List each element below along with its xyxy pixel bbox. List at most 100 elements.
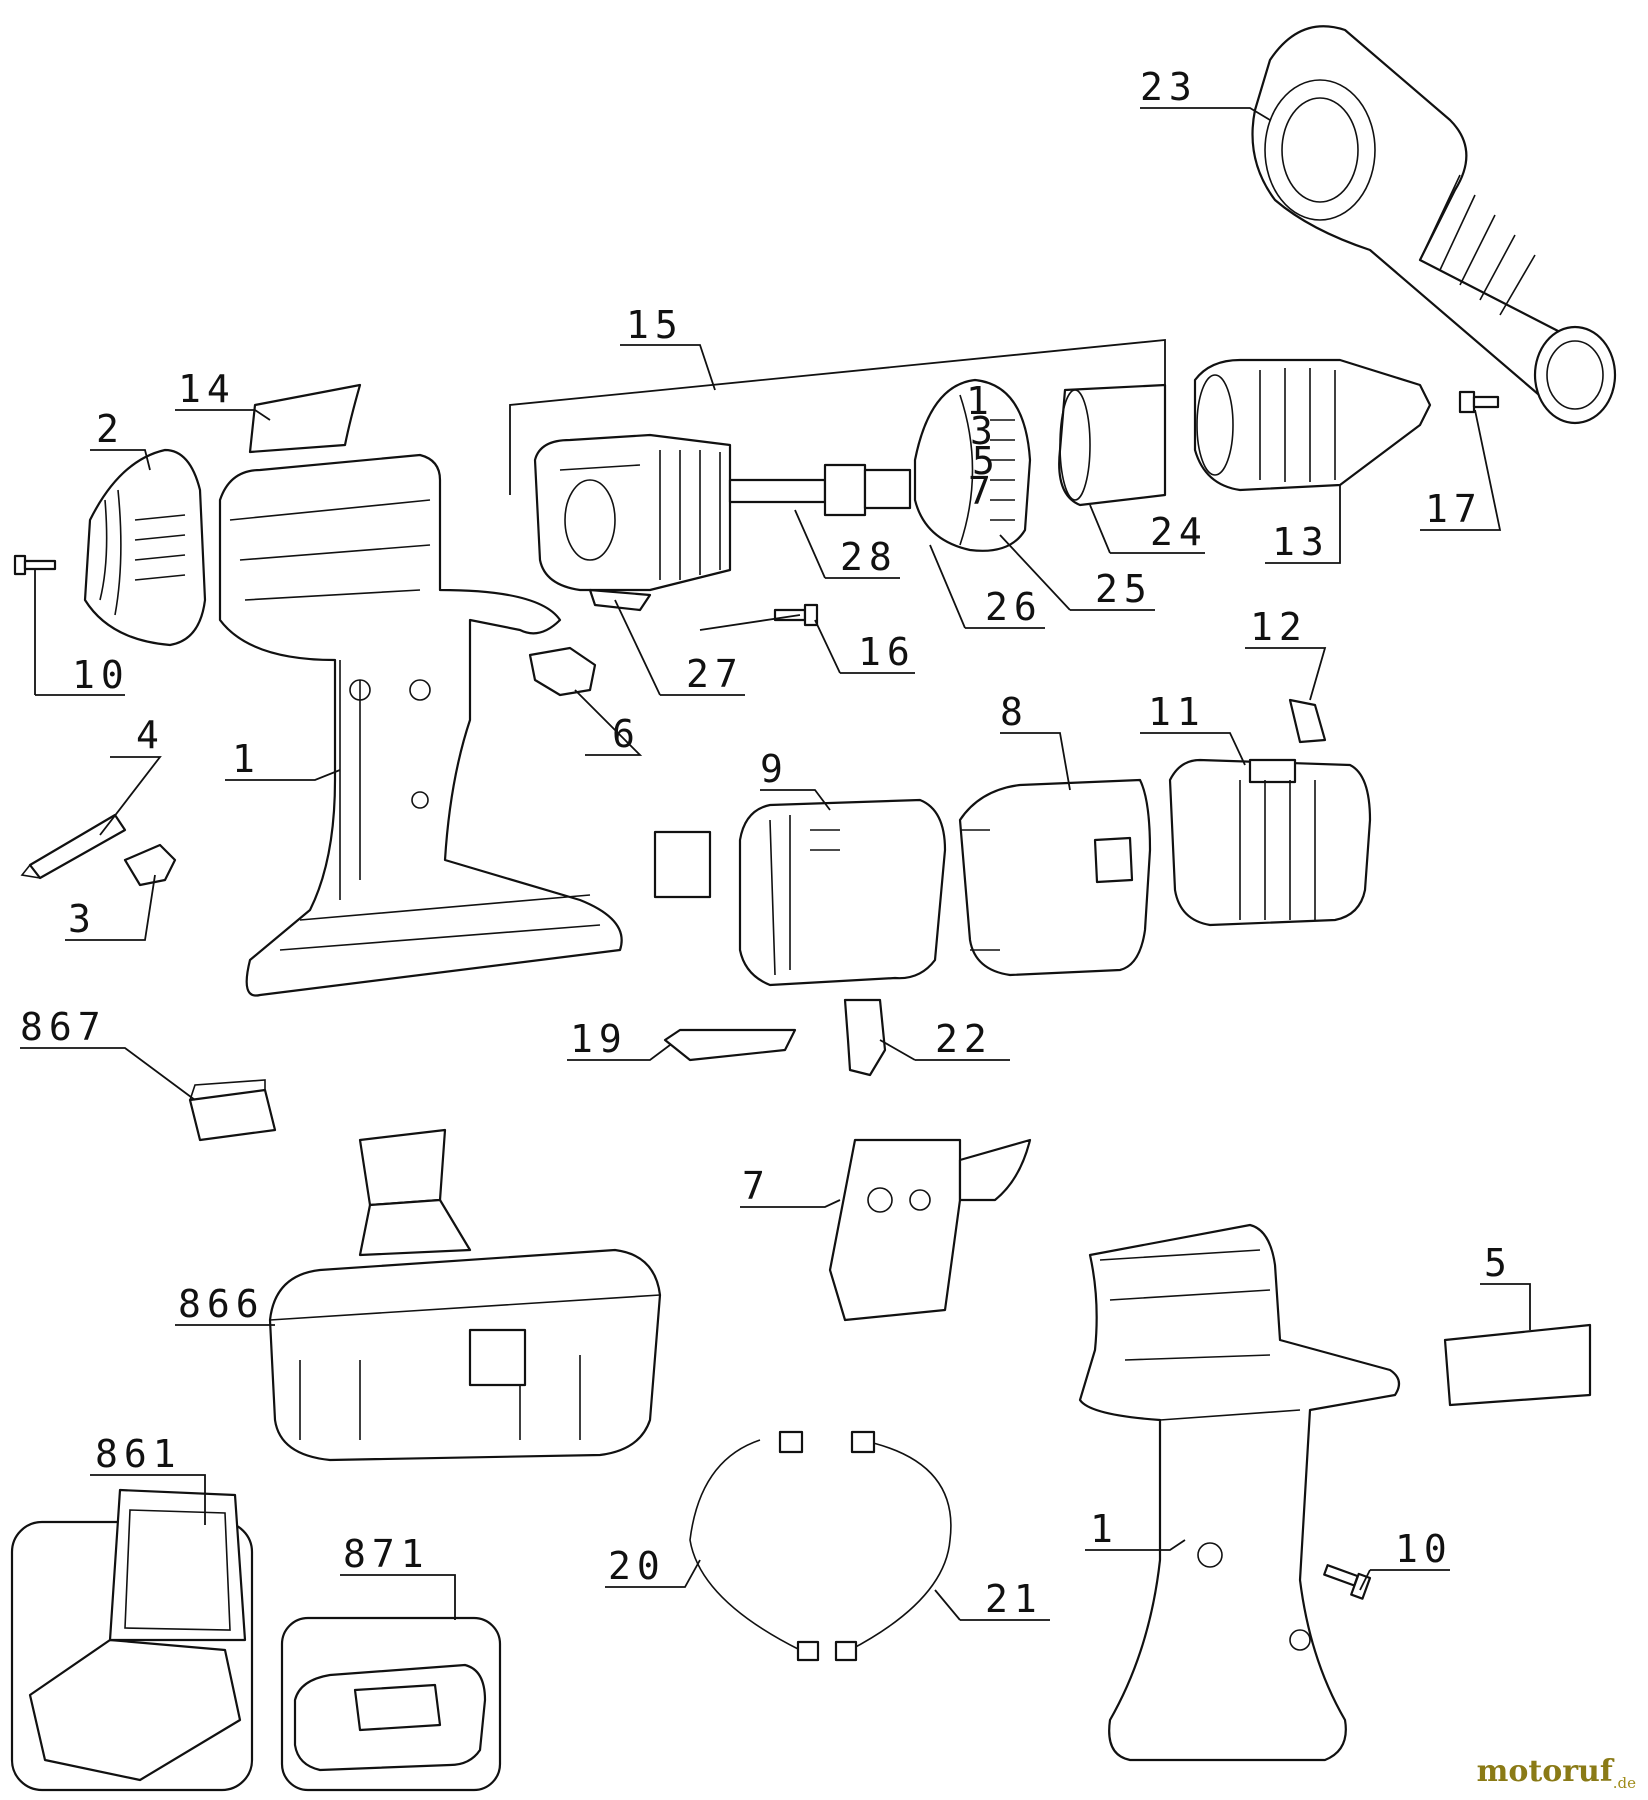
leader-2 bbox=[90, 449, 151, 471]
leader-8 bbox=[1000, 732, 1071, 791]
callout-2: 2 bbox=[96, 407, 125, 451]
gear-cage bbox=[1168, 758, 1372, 927]
foam-block bbox=[188, 1079, 277, 1142]
callout-17: 17 bbox=[1425, 487, 1483, 531]
clutch-ring: 1 3 5 7 bbox=[913, 378, 1032, 552]
callout-861: 861 bbox=[95, 1432, 182, 1476]
leader-4 bbox=[99, 756, 162, 836]
callout-21: 21 bbox=[985, 1577, 1043, 1621]
leader-6 bbox=[574, 689, 643, 756]
leader-28 bbox=[794, 509, 900, 579]
leader-27 bbox=[614, 599, 745, 696]
callout-14: 14 bbox=[178, 367, 236, 411]
keyless-chuck bbox=[1193, 358, 1432, 492]
callout-20: 20 bbox=[608, 1544, 666, 1588]
callout-11: 11 bbox=[1148, 690, 1206, 734]
callout-23: 23 bbox=[1140, 65, 1198, 109]
callout-12: 12 bbox=[1250, 605, 1308, 649]
ring-gear-housing bbox=[958, 778, 1152, 977]
leader-23 bbox=[1140, 107, 1271, 121]
battery-pack bbox=[268, 1128, 662, 1462]
leader-15 bbox=[620, 344, 716, 391]
callout-25: 25 bbox=[1095, 567, 1153, 611]
watermark-suffix: .de bbox=[1612, 1774, 1636, 1792]
leader-10b bbox=[1359, 1569, 1450, 1591]
screw-10-left bbox=[13, 554, 57, 576]
screwdriver-bit bbox=[20, 813, 127, 880]
leader-26 bbox=[929, 544, 1045, 629]
callout-10-left: 10 bbox=[72, 653, 130, 697]
housing-half-left bbox=[218, 453, 623, 997]
housing-half-right bbox=[1078, 1223, 1401, 1762]
leader-5 bbox=[1480, 1283, 1531, 1330]
callout-19: 19 bbox=[570, 1017, 628, 1061]
callout-16: 16 bbox=[858, 630, 916, 674]
leader-24 bbox=[1089, 504, 1205, 554]
dial-number: 7 bbox=[968, 469, 997, 513]
switch-knob bbox=[528, 646, 597, 697]
watermark-logo: motoruf.de bbox=[1477, 1754, 1636, 1792]
callout-6: 6 bbox=[612, 712, 641, 756]
callout-1-right: 1 bbox=[1090, 1507, 1119, 1551]
gearbox-housing bbox=[533, 433, 732, 612]
watermark-brand: motoruf bbox=[1476, 1754, 1613, 1789]
leader-25 bbox=[999, 534, 1155, 611]
lead-wires bbox=[689, 1430, 952, 1662]
leader-16 bbox=[699, 614, 915, 674]
bit-clip bbox=[123, 843, 177, 887]
callout-9: 9 bbox=[760, 747, 789, 791]
callout-866: 866 bbox=[178, 1282, 265, 1326]
callout-871: 871 bbox=[343, 1532, 430, 1576]
callout-8: 8 bbox=[1000, 690, 1029, 734]
dial-number: 1 bbox=[966, 379, 995, 423]
leader-11 bbox=[1140, 732, 1246, 766]
leader-12 bbox=[1245, 647, 1327, 701]
leader-1a bbox=[225, 769, 341, 781]
leader-19 bbox=[567, 1044, 671, 1061]
label-plate-5 bbox=[1443, 1323, 1592, 1407]
leader-20 bbox=[605, 1559, 701, 1588]
leader-9 bbox=[760, 789, 831, 811]
callout-22: 22 bbox=[935, 1017, 993, 1061]
leader-7 bbox=[740, 1199, 841, 1208]
rear-cap bbox=[83, 448, 207, 647]
callout-28: 28 bbox=[840, 535, 898, 579]
side-handle bbox=[1251, 25, 1617, 425]
leader-1b bbox=[1085, 1539, 1186, 1551]
leader-3 bbox=[65, 874, 156, 941]
callout-10-right: 10 bbox=[1395, 1527, 1453, 1571]
leader-867 bbox=[20, 1047, 196, 1101]
callout-26: 26 bbox=[985, 585, 1043, 629]
charger bbox=[280, 1616, 502, 1792]
collar-ring bbox=[1058, 383, 1167, 507]
callout-24: 24 bbox=[1150, 510, 1208, 554]
leader-22 bbox=[879, 1039, 1010, 1061]
dial-number: 5 bbox=[972, 439, 1001, 483]
callout-3: 3 bbox=[68, 897, 97, 941]
callout-5: 5 bbox=[1484, 1241, 1513, 1285]
leader-871 bbox=[340, 1574, 456, 1620]
leader-21 bbox=[934, 1589, 1050, 1621]
motor bbox=[653, 798, 947, 987]
screw-10-right bbox=[1323, 1564, 1372, 1600]
callout-4: 4 bbox=[136, 713, 165, 757]
leader-13 bbox=[1265, 485, 1341, 564]
callout-13: 13 bbox=[1272, 520, 1330, 564]
callout-867: 867 bbox=[20, 1005, 107, 1049]
leader-861 bbox=[90, 1474, 206, 1525]
leader-17 bbox=[1420, 409, 1502, 531]
kit-box bbox=[10, 1488, 254, 1792]
callout-1-left: 1 bbox=[232, 737, 261, 781]
spindle-shaft bbox=[728, 463, 912, 517]
bracket-15 bbox=[509, 339, 1166, 495]
leader-14 bbox=[175, 409, 271, 421]
gearbox-screw bbox=[773, 603, 819, 627]
terminal-clip bbox=[663, 1028, 797, 1062]
spring-clip bbox=[1288, 698, 1327, 744]
brush-holder bbox=[843, 998, 887, 1077]
leader-10a bbox=[34, 570, 125, 696]
callout-7: 7 bbox=[742, 1164, 771, 1208]
callout-27: 27 bbox=[686, 652, 744, 696]
dial-number: 3 bbox=[970, 409, 999, 453]
